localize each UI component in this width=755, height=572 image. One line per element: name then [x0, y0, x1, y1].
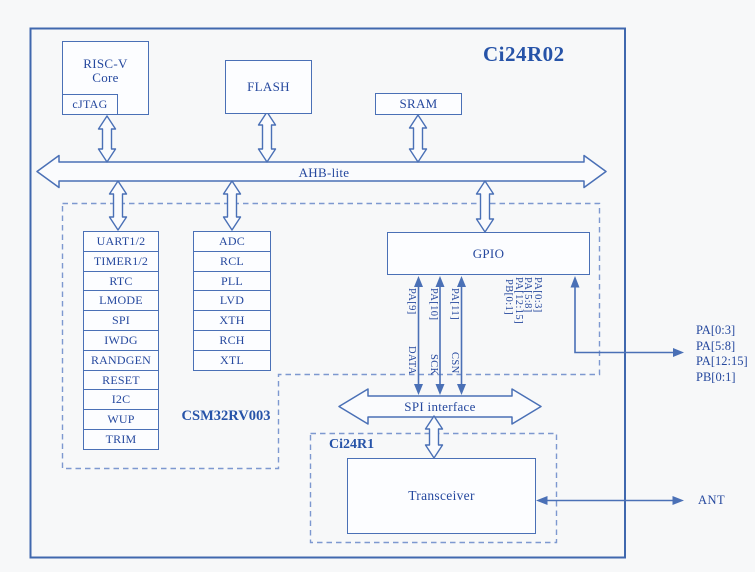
analog-cell: XTH: [193, 310, 271, 332]
analog-clock-column: ADC RCL PLL LVD XTH RCH XTL: [193, 231, 271, 371]
flash-box: FLASH: [225, 60, 312, 114]
sram-bus-double-arrow: [408, 114, 428, 163]
peripheral-cell: UART1/2: [83, 231, 159, 253]
peripheral-cell: IWDG: [83, 329, 159, 352]
ci24r1-dashed-boundary: [309, 432, 558, 544]
signal-label-csn: CSN: [449, 352, 460, 374]
external-pin-label: PA[12:15]: [696, 354, 748, 369]
ci24r1-label: Ci24R1: [329, 437, 375, 452]
peripheral-cell: LMODE: [83, 290, 159, 312]
bundle-label-pa03: PA[0:3]: [531, 277, 543, 313]
analog-cell: PLL: [193, 270, 271, 292]
peripheral-column: UART1/2 TIMER1/2 RTC LMODE SPI IWDG RAND…: [83, 231, 159, 451]
periph-bus-double-arrow: [108, 180, 128, 231]
peripheral-cell: RESET: [83, 369, 159, 391]
peripheral-cell: I2C: [83, 389, 159, 411]
signal-label-pa10: PA[10]: [427, 288, 439, 321]
external-pin-labels: PA[0:3] PA[5:8] PA[12:15] PB[0:1]: [696, 323, 748, 385]
analog-cell: RCH: [193, 329, 271, 352]
chip-title: Ci24R02: [483, 42, 565, 66]
peripheral-cell: RANDGEN: [83, 349, 159, 371]
csm32rv003-label: CSM32RV003: [181, 408, 271, 424]
analog-cell: RCL: [193, 250, 271, 272]
signal-label-data: DATA: [406, 346, 417, 375]
gpio-external-bundle-line: [570, 276, 684, 357]
riscv-bus-double-arrow: [97, 115, 117, 163]
signal-label-pa9: PA[9]: [406, 288, 417, 315]
cjtag-box: cJTAG: [62, 94, 118, 115]
spi-transceiver-double-arrow: [424, 415, 444, 459]
riscv-core-label: RISC-V Core: [83, 56, 128, 85]
analog-cell: ADC: [193, 231, 271, 253]
external-pin-label: PA[5:8]: [696, 338, 736, 353]
signal-label-pa11: PA[11]: [449, 288, 460, 320]
csm32rv003-dashed-boundary: [61, 202, 601, 470]
external-pin-label: PB[0:1]: [696, 369, 736, 384]
peripheral-cell: RTC: [83, 270, 159, 292]
analog-cell: LVD: [193, 290, 271, 312]
ant-line: [536, 496, 684, 505]
peripheral-cell: TIMER1/2: [83, 250, 159, 272]
ahb-bus-label: AHB-lite: [298, 164, 350, 180]
external-pin-label: PA[0:3]: [696, 323, 736, 337]
peripheral-cell: WUP: [83, 409, 159, 431]
gpio-spi-signal-lines: [414, 276, 466, 395]
analog-cell: XTL: [193, 349, 271, 371]
ahb-bus-arrow: [36, 154, 607, 189]
peripheral-cell: SPI: [83, 310, 159, 332]
chip-outline: [29, 27, 626, 559]
spi-bus-arrow: [338, 388, 542, 425]
spi-bus-label: SPI interface: [404, 399, 476, 414]
analog-bus-double-arrow: [222, 180, 242, 231]
sram-box: SRAM: [375, 93, 462, 115]
flash-bus-double-arrow: [257, 111, 277, 163]
gpio-bus-double-arrow: [475, 180, 495, 233]
peripheral-cell: TRIM: [83, 428, 159, 451]
gpio-box: GPIO: [387, 232, 590, 275]
signal-label-sck: SCK: [427, 354, 439, 376]
transceiver-box: Transceiver: [347, 458, 536, 534]
ant-label: ANT: [698, 493, 726, 507]
